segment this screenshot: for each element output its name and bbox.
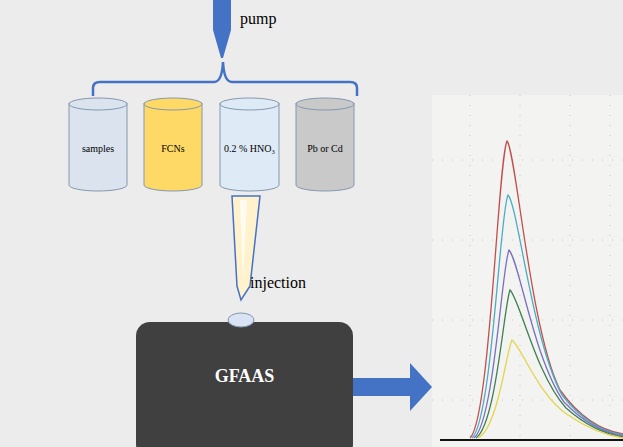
pipette-highlight — [240, 200, 247, 280]
node-text: FCNs — [161, 143, 184, 155]
chart-photo — [432, 95, 623, 447]
chart-baseline — [440, 439, 623, 441]
reagent-cylinder: samples — [68, 97, 128, 192]
reagent-cylinder: 0.2 % HNO₃ — [219, 97, 280, 192]
brace — [93, 62, 357, 96]
injection-port — [226, 311, 256, 329]
node-text: GFAAS — [215, 366, 275, 388]
absorbance-peaks — [470, 141, 623, 438]
annotation-label: injection — [250, 274, 306, 292]
instrument-box: GFAAS — [136, 322, 353, 447]
node-text: samples — [82, 143, 114, 155]
node-text: Pb or Cd — [307, 143, 343, 155]
annotation-label: pump — [240, 10, 276, 28]
pump-pipette — [213, 0, 231, 58]
output-arrow — [353, 363, 432, 411]
reagent-cylinder: FCNs — [143, 97, 203, 192]
node-text: 0.2 % HNO₃ — [224, 143, 275, 155]
chart-grid — [432, 95, 623, 440]
reagent-cylinder: Pb or Cd — [295, 97, 355, 192]
